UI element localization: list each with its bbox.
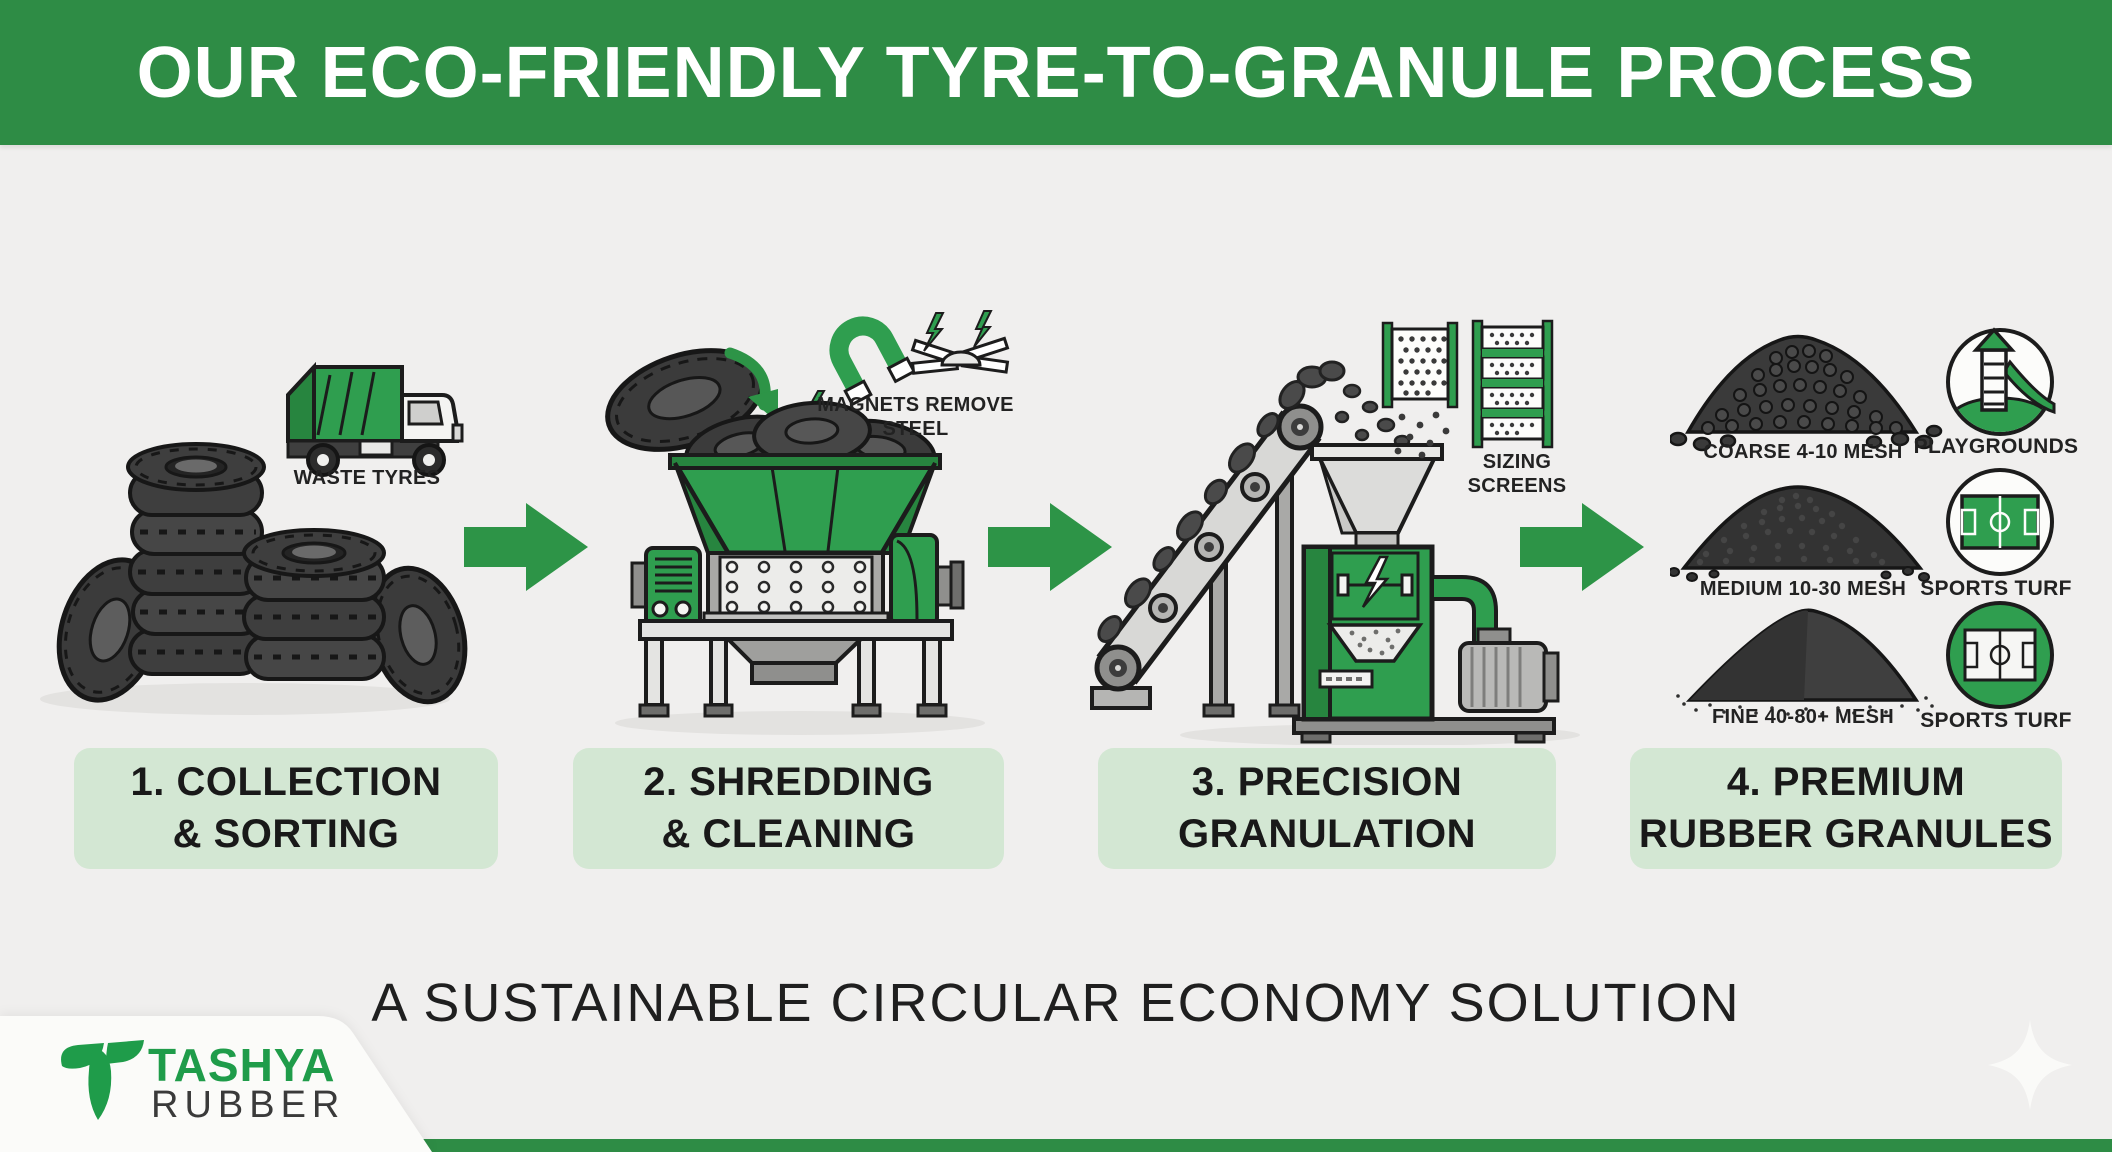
steel-spark-icon [910, 310, 1010, 375]
playground-icon [1946, 327, 2056, 436]
waste-tyres-label: WASTE TYRES [293, 467, 441, 489]
magnets-remove-steel-label: MAGNETS REMOVE STEEL [817, 394, 1014, 440]
sports-field-green-icon [1946, 601, 2054, 709]
sizing-screens-label: SIZING SCREENS [1467, 451, 1567, 497]
caption-step-2: 2. SHREDDING & CLEANING [573, 748, 1004, 869]
medium-granule-pile [1670, 485, 1930, 582]
tyre-stack-right [242, 528, 386, 681]
magnet-icon [829, 316, 917, 407]
page-title: OUR ECO-FRIENDLY TYRE-TO-GRANULE PROCESS [136, 32, 1976, 113]
conveyor-belt [1094, 360, 1411, 692]
sizing-screens-icon [1381, 319, 1554, 459]
pile-shadow [40, 683, 450, 715]
footer-bar [0, 1139, 2112, 1152]
arrow-icon-3 [1520, 503, 1644, 591]
fine-mesh-label: FINE 40-80+ MESH [1711, 706, 1895, 728]
coarse-granule-pile [1670, 334, 1943, 452]
caption-step-3: 3. PRECISION GRANULATION [1098, 748, 1556, 869]
arrow-icon-2 [988, 503, 1112, 591]
granulator-machine [1292, 443, 1560, 744]
coarse-mesh-label: COARSE 4-10 MESH [1703, 441, 1903, 463]
step4-illustration [1670, 327, 2056, 716]
tagline: A SUSTAINABLE CIRCULAR ECONOMY SOLUTION [371, 973, 1741, 1033]
logo-icon [61, 1040, 144, 1120]
falling-granules [1394, 411, 1450, 459]
step3-illustration [1090, 319, 1580, 745]
fine-granule-pile [1676, 608, 1934, 716]
medium-mesh-label: MEDIUM 10-30 MESH [1699, 578, 1907, 600]
caption-step-4: 4. PREMIUM RUBBER GRANULES [1630, 748, 2062, 869]
arrow-icon-1 [464, 503, 588, 591]
step1-illustration [40, 361, 468, 715]
logo-subtitle: RUBBER [151, 1084, 346, 1126]
shredder-machine [630, 400, 965, 718]
sports-turf-label-1: SPORTS TURF [1920, 577, 2072, 600]
logo-name: TASHYA [148, 1039, 336, 1091]
step2-illustration [605, 310, 1010, 735]
rubber-chunks [1097, 360, 1346, 643]
sparkle-icon [1988, 1020, 2072, 1110]
leaning-tyre-right-icon [368, 565, 468, 705]
playgrounds-label: PLAYGROUNDS [1913, 435, 2079, 458]
sports-turf-label-2: SPORTS TURF [1920, 709, 2072, 732]
tyre-stack-left [126, 442, 266, 676]
granule-speckles [1349, 628, 1401, 656]
garbage-truck-icon [286, 361, 464, 477]
lightning-icon [1361, 555, 1390, 608]
sports-field-icon [1946, 468, 2054, 576]
caption-step-1: 1. COLLECTION & SORTING [74, 748, 498, 869]
header-banner: OUR ECO-FRIENDLY TYRE-TO-GRANULE PROCESS [0, 0, 2112, 145]
